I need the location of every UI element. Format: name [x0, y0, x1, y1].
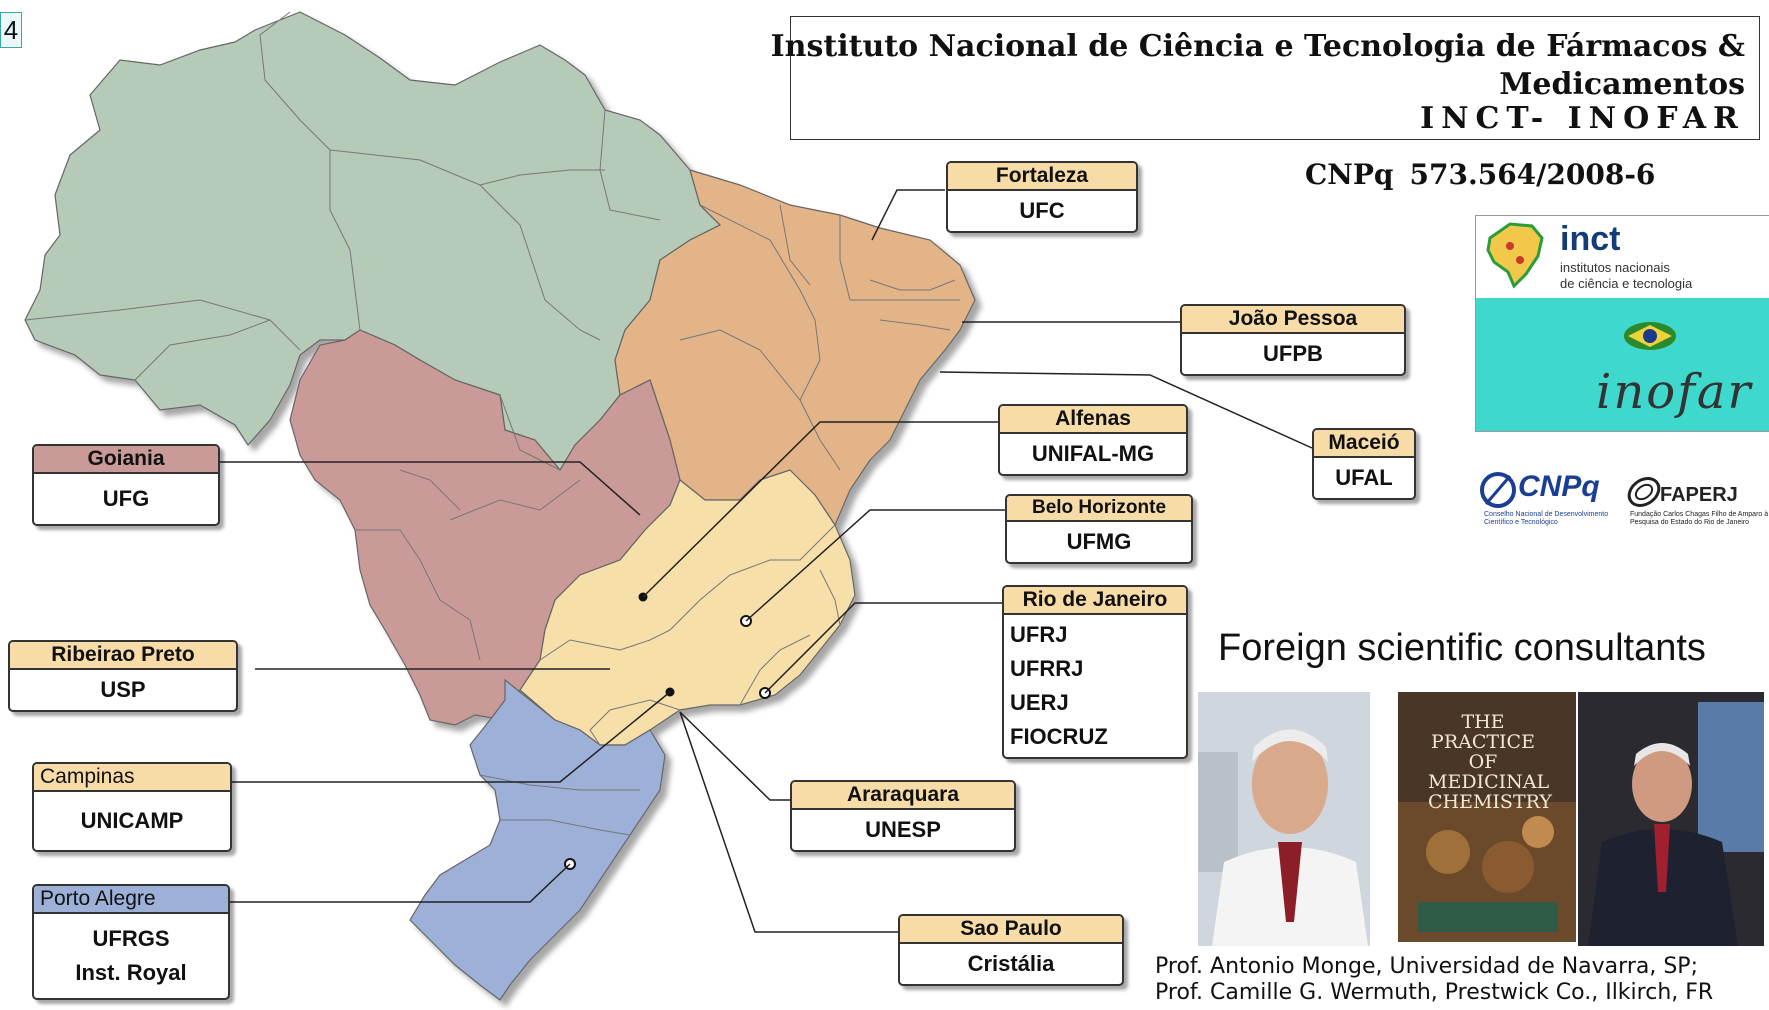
label-city: Fortaleza — [948, 163, 1136, 191]
faperj-logo-icon — [1627, 477, 1661, 507]
leader-fortaleza — [871, 189, 945, 241]
label-institution: UFC — [1019, 198, 1065, 223]
consultant-wermuth: Prof. Camille G. Wermuth, Prestwick Co.,… — [1155, 980, 1714, 1005]
label-institution: UFPB — [1263, 341, 1323, 366]
label-city: Alfenas — [1000, 406, 1186, 434]
leader-porto-alegre — [228, 863, 571, 903]
leader-sao-paulo — [679, 711, 898, 933]
label-city: Porto Alegre — [34, 886, 228, 914]
book-title: The Practice of Medicinal Chemistry — [1428, 711, 1552, 813]
inct-wordmark: inct — [1560, 220, 1621, 258]
label-city: Sao Paulo — [900, 916, 1122, 944]
leader-araraquara — [679, 711, 790, 801]
label-institution: UFAL — [1335, 465, 1393, 490]
book-cover-medicinal-chemistry: The Practice of Medicinal Chemistry — [1398, 692, 1576, 942]
leader-lines — [218, 189, 1313, 933]
portrait-icon — [1198, 692, 1370, 946]
label-city: Belo Horizonte — [1007, 496, 1191, 522]
grant-number: CNPq 573.564/2008-6 — [1305, 158, 1671, 191]
state-borders — [24, 11, 960, 836]
label-institution: UNIFAL-MG — [1031, 441, 1155, 466]
region-south — [409, 678, 666, 1001]
region-southeast — [519, 469, 856, 746]
leader-goiania — [218, 461, 641, 516]
institute-title-box: Instituto Nacional de Ciência e Tecnolog… — [771, 16, 1760, 140]
label-goiania: Goiania UFG — [32, 444, 220, 526]
institute-title-line1: Instituto Nacional de Ciência e Tecnolog… — [770, 29, 1745, 64]
leader-campinas — [230, 691, 671, 783]
label-institution: FIOCRUZ — [1010, 724, 1108, 749]
label-city: Ribeirao Preto — [10, 642, 236, 670]
inofar-flag-icon — [1624, 322, 1676, 350]
label-campinas: Campinas UNICAMP — [32, 762, 232, 852]
label-institution: UFRGS — [92, 926, 170, 951]
label-city: Maceió — [1314, 430, 1414, 458]
cnpq-logo-icon — [1480, 472, 1516, 508]
faperj-logo: FAPERJ — [1660, 484, 1738, 506]
label-institution: UERJ — [1010, 690, 1069, 715]
label-maceio: Maceió UFAL — [1312, 428, 1416, 500]
label-city: João Pessoa — [1182, 306, 1404, 334]
cnpq-logo: CNPq — [1518, 470, 1600, 503]
inct-subtitle-2: de ciência e tecnologia — [1560, 276, 1693, 291]
inct-inofar-logo: inct institutos nacionais de ciência e t… — [1475, 215, 1769, 432]
label-joao-pessoa: João Pessoa UFPB — [1180, 304, 1406, 376]
label-institution: UNESP — [865, 817, 941, 842]
faperj-subtitle: Fundação Carlos Chagas Filho de Amparo à… — [1630, 511, 1769, 526]
label-city: Araraquara — [792, 782, 1014, 810]
label-belo-horizonte: Belo Horizonte UFMG — [1005, 494, 1193, 564]
leader-maceio — [939, 371, 1313, 449]
consultants-list: Prof. Antonio Monge, Universidad de Nava… — [1155, 954, 1713, 1006]
slide-number: 4 — [0, 12, 22, 48]
label-institution: Inst. Royal — [75, 960, 187, 985]
label-rio-de-janeiro: Rio de Janeiro UFRJ UFRRJ UERJ FIOCRUZ — [1002, 585, 1188, 759]
label-araraquara: Araraquara UNESP — [790, 780, 1016, 852]
label-institution: UFG — [102, 486, 150, 511]
label-institution: UFRRJ — [1010, 656, 1084, 681]
label-institution: Cristália — [967, 951, 1055, 976]
leader-bh — [745, 509, 1005, 622]
label-institution: USP — [100, 677, 146, 702]
inofar-wordmark: inofar — [1596, 364, 1753, 420]
label-institution: UNICAMP — [80, 808, 184, 833]
label-city: Goiania — [34, 446, 218, 474]
grant-code: 573.564/2008-6 — [1409, 158, 1656, 191]
leader-rio — [764, 602, 1002, 694]
inct-subtitle-1: institutos nacionais — [1560, 260, 1670, 275]
consultant-monge: Prof. Antonio Monge, Universidad de Nava… — [1155, 954, 1698, 979]
label-porto-alegre: Porto Alegre UFRGS Inst. Royal — [32, 884, 230, 1000]
label-institution: UFRJ — [1010, 622, 1068, 647]
book-art-icon — [1398, 692, 1576, 942]
label-fortaleza: Fortaleza UFC — [946, 161, 1138, 233]
leader-alfenas — [642, 421, 998, 598]
label-sao-paulo: Sao Paulo Cristália — [898, 914, 1124, 986]
label-city: Rio de Janeiro — [1004, 587, 1186, 615]
institute-acronym: INCT- INOFAR — [1420, 101, 1745, 136]
institute-title-line2: Medicamentos — [1499, 67, 1745, 102]
label-institution: UFMG — [1066, 529, 1132, 554]
label-alfenas: Alfenas UNIFAL-MG — [998, 404, 1188, 476]
photo-antonio-monge — [1198, 692, 1370, 946]
label-ribeirao-preto: Ribeirao Preto USP — [8, 640, 238, 712]
grant-agency: CNPq — [1305, 158, 1394, 191]
brazil-map-icon — [1486, 222, 1544, 289]
consultants-heading: Foreign scientific consultants — [1218, 627, 1706, 669]
photo-camille-wermuth — [1578, 692, 1764, 946]
portrait-icon — [1578, 692, 1764, 946]
cnpq-subtitle: Conselho Nacional de Desenvolvimento Cie… — [1484, 511, 1609, 526]
label-city: Campinas — [34, 764, 230, 792]
